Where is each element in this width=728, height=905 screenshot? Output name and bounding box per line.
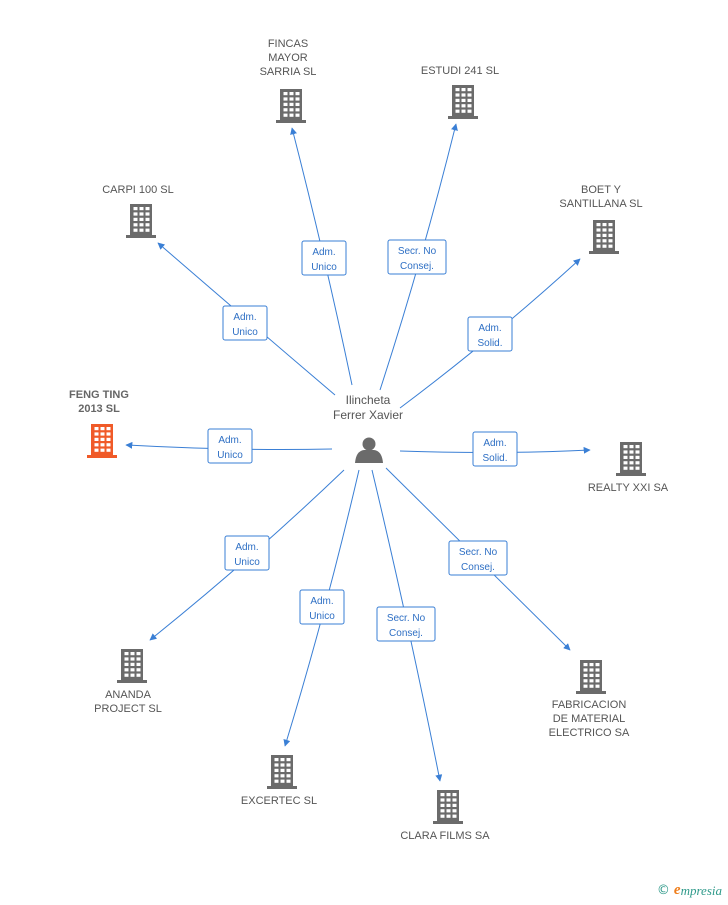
role-text: Secr. No [398, 246, 437, 257]
company-label-feng[interactable]: FENG TING 2013 SL [69, 389, 129, 415]
company-label-estudi[interactable]: ESTUDI 241 SL [421, 65, 499, 77]
role-text: Solid. [482, 453, 507, 464]
role-text: Adm. [235, 542, 258, 553]
building-icon-clara[interactable] [433, 790, 463, 824]
company-label-line: 2013 SL [78, 403, 120, 415]
role-text: Unico [311, 262, 337, 273]
company-label-fabricacion[interactable]: FABRICACION DE MATERIAL ELECTRICO SA [549, 699, 630, 739]
role-text: Consej. [389, 628, 423, 639]
person-icon[interactable] [355, 437, 383, 464]
role-badge-feng: Adm. Unico [207, 428, 253, 464]
company-label-line: CLARA FILMS SA [400, 830, 490, 842]
company-label-line: CARPI 100 SL [102, 184, 174, 196]
role-text: Unico [234, 557, 260, 568]
role-text: Secr. No [387, 613, 426, 624]
company-label-fincas[interactable]: FINCAS MAYOR SARRIA SL [260, 38, 317, 78]
role-badge-carpi: Adm. Unico [222, 305, 268, 341]
company-label-ananda[interactable]: ANANDA PROJECT SL [94, 689, 162, 715]
role-text: Adm. [312, 247, 335, 258]
company-label-carpi[interactable]: CARPI 100 SL [102, 184, 174, 196]
role-text: Solid. [477, 338, 502, 349]
company-label-line: EXCERTEC SL [241, 795, 317, 807]
building-icon-boet[interactable] [589, 220, 619, 254]
role-text: Adm. [310, 596, 333, 607]
role-text: Consej. [400, 261, 434, 272]
brand-footer: © e mpresia [657, 882, 722, 899]
copyright-symbol: © [656, 883, 670, 898]
building-icon-carpi[interactable] [126, 204, 156, 238]
company-label-line: REALTY XXI SA [588, 482, 669, 494]
company-label-line: DE MATERIAL [553, 713, 626, 725]
company-label-excertec[interactable]: EXCERTEC SL [241, 795, 317, 807]
role-text: Consej. [461, 562, 495, 573]
role-badge-estudi: Secr. No Consej. [387, 239, 447, 275]
person-name-line1: Ilincheta [346, 393, 391, 407]
role-badge-boet: Adm. Solid. [467, 316, 513, 352]
company-label-line: FABRICACION [552, 699, 627, 711]
role-text: Unico [232, 327, 258, 338]
role-text: Unico [309, 611, 335, 622]
company-label-line: ANANDA [105, 689, 152, 701]
brand-logo-initial: e [673, 882, 681, 898]
role-badge-excertec: Adm. Unico [299, 589, 345, 625]
company-label-line: SANTILLANA SL [559, 198, 642, 210]
building-icon-fincas[interactable] [276, 89, 306, 123]
building-icon-realty[interactable] [616, 442, 646, 476]
company-label-realty[interactable]: REALTY XXI SA [588, 482, 669, 494]
brand-logo-text: mpresia [680, 882, 722, 898]
role-text: Unico [217, 450, 243, 461]
person-name-line2: Ferrer Xavier [333, 408, 403, 422]
company-label-line: FINCAS [268, 38, 308, 50]
company-label-boet[interactable]: BOET Y SANTILLANA SL [559, 184, 642, 210]
role-text: Adm. [233, 312, 256, 323]
role-badge-fincas: Adm. Unico [301, 240, 347, 276]
role-badge-fabricacion: Secr. No Consej. [448, 540, 508, 576]
building-icon-ananda[interactable] [117, 649, 147, 683]
building-icon-estudi[interactable] [448, 85, 478, 119]
company-label-line: BOET Y [581, 184, 622, 196]
role-text: Adm. [483, 438, 506, 449]
building-icon-feng[interactable] [87, 424, 117, 458]
company-label-line: MAYOR [268, 52, 308, 64]
building-icon-excertec[interactable] [267, 755, 297, 789]
role-text: Adm. [218, 435, 241, 446]
role-badge-ananda: Adm. Unico [224, 535, 270, 571]
company-label-line: SARRIA SL [260, 66, 317, 78]
company-label-clara[interactable]: CLARA FILMS SA [400, 830, 490, 842]
company-label-line: ESTUDI 241 SL [421, 65, 499, 77]
company-label-line: PROJECT SL [94, 703, 162, 715]
building-icon-fabricacion[interactable] [576, 660, 606, 694]
company-label-line: ELECTRICO SA [549, 727, 630, 739]
role-badge-clara: Secr. No Consej. [376, 606, 436, 642]
company-label-line: FENG TING [69, 389, 129, 401]
role-text: Secr. No [459, 547, 498, 558]
role-badge-realty: Adm. Solid. [472, 431, 518, 467]
role-text: Adm. [478, 323, 501, 334]
